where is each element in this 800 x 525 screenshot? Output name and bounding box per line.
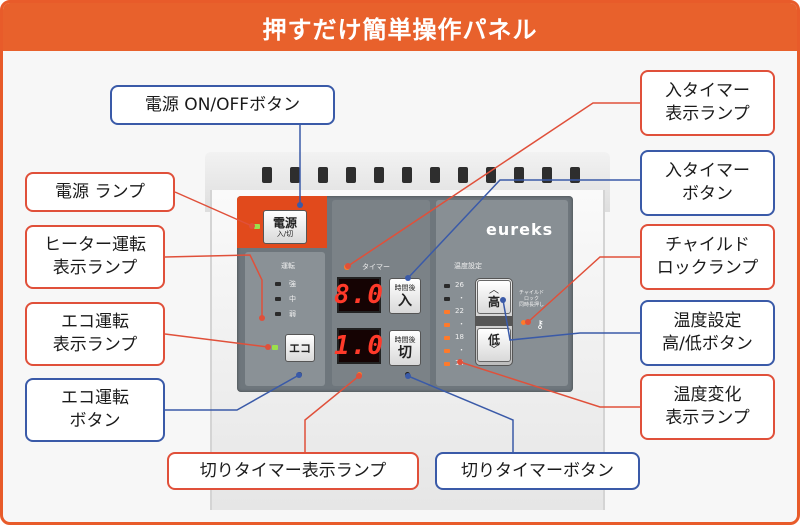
temp-lamp-18 [444, 336, 450, 340]
mode-level-mid: 中 [289, 295, 296, 303]
callout-line: ボタン [69, 411, 121, 431]
callout-line: 入タイマー [665, 161, 750, 182]
callout-line: エコ運転 [61, 388, 129, 409]
mode-level-low: 弱 [289, 310, 296, 318]
power-button-label: 電源 [272, 215, 297, 230]
vent-slot [290, 167, 300, 183]
eco-lamp [272, 345, 278, 350]
callout-line: 表示ランプ [665, 104, 750, 124]
temp-scale-dot: ・ [458, 320, 465, 328]
callout-power-button: 電源 ON/OFFボタン [110, 85, 335, 125]
mode-level-high: 強 [289, 280, 296, 288]
power-lamp [254, 224, 260, 229]
on-timer-display: 8.0 [334, 277, 383, 313]
callout-line: ロックランプ [656, 258, 759, 278]
vent-slot [374, 167, 384, 183]
temperature-label: 温度設定 [454, 262, 482, 270]
on-timer-button-label: 入 [398, 292, 412, 309]
page-title: 押すだけ簡単操作パネル [3, 3, 797, 51]
vent-slot [514, 167, 524, 183]
callout-line: 入タイマー [665, 81, 750, 102]
off-timer-button-marker [405, 372, 410, 377]
callout-off-timer-lamp: 切りタイマー表示ランプ [167, 452, 419, 490]
callout-line: 表示ランプ [665, 408, 750, 428]
callout-line: 温度変化 [673, 385, 742, 406]
off-timer-button-label: 切 [398, 344, 412, 361]
vent-slot [570, 167, 580, 183]
mode-lamp-low [275, 312, 281, 316]
on-timer-button[interactable]: 時間後 入 [389, 278, 421, 314]
callout-power-lamp: 電源 ランプ [25, 172, 175, 212]
child-lock-lamp [521, 320, 526, 325]
callout-eco-button: エコ運転 ボタン [25, 378, 165, 442]
vent-slot [430, 167, 440, 183]
callout-line: 表示ランプ [52, 258, 138, 278]
temp-scale-14: 14 [455, 359, 464, 367]
temp-scale-dot: ・ [458, 294, 465, 302]
off-timer-lamp [357, 372, 362, 377]
callout-on-timer-lamp: 入タイマー 表示ランプ [640, 70, 775, 136]
callout-temp-buttons: 温度設定 高/低ボタン [640, 300, 775, 366]
mode-section [245, 252, 325, 386]
vent-slot [262, 167, 272, 183]
temp-up-label: 高 [487, 295, 500, 309]
temp-scale-26: 26 [455, 281, 464, 289]
temp-down-button[interactable]: 低 ﹀ [477, 328, 511, 362]
callout-on-timer-button: 入タイマー ボタン [640, 150, 775, 216]
callout-line: 表示ランプ [52, 335, 138, 355]
vent-slot [458, 167, 468, 183]
mode-lamp-mid [275, 297, 281, 301]
callout-temp-lamp: 温度変化 表示ランプ [640, 374, 775, 440]
temp-up-button[interactable]: ︿ 高 [477, 280, 511, 314]
callout-line: ヒーター運転 [44, 235, 146, 256]
child-lock-label: チャイルド ロック 同時長押し [519, 290, 545, 308]
temp-lamp-26 [444, 284, 450, 288]
mode-label: 運転 [281, 262, 295, 270]
off-timer-display: 1.0 [334, 328, 383, 364]
temp-lamp-22 [444, 310, 450, 314]
power-button[interactable]: 電源 入/切 [263, 210, 307, 244]
temp-lamp-24 [444, 297, 450, 301]
callout-line: 温度設定 [673, 311, 742, 332]
vent-slot [486, 167, 496, 183]
eco-button[interactable]: エコ [285, 334, 315, 362]
temp-lamp-16 [444, 349, 450, 353]
callout-line: ボタン [682, 184, 733, 204]
timer-label: タイマー [362, 263, 390, 271]
temp-down-label: 低 [487, 333, 500, 347]
vent-slot [318, 167, 328, 183]
temp-scale-22: 22 [455, 307, 464, 315]
brand-logo: eureks [486, 220, 554, 239]
callout-line: チャイルド [665, 235, 750, 256]
mode-lamp-high [275, 282, 281, 286]
callout-heater-lamp: ヒーター運転 表示ランプ [25, 225, 165, 289]
on-timer-lamp [344, 264, 350, 270]
callout-child-lock-lamp: チャイルド ロックランプ [640, 224, 775, 290]
power-button-sublabel: 入/切 [276, 229, 294, 238]
temp-lamp-20 [444, 323, 450, 327]
on-timer-button-small: 時間後 [394, 283, 416, 292]
vent-slot [402, 167, 412, 183]
chevron-up-icon: ︿ [489, 285, 499, 296]
off-timer-button-small: 時間後 [394, 335, 416, 344]
callout-eco-lamp: エコ運転 表示ランプ [25, 302, 165, 366]
rocker-divider [475, 316, 513, 326]
key-icon: ⚷ [536, 318, 545, 331]
temp-lamp-14 [444, 362, 450, 366]
temp-scale-dot: ・ [458, 346, 465, 354]
vent-slot [346, 167, 356, 183]
chevron-down-icon: ﹀ [489, 345, 499, 356]
off-timer-button[interactable]: 時間後 切 [389, 330, 421, 366]
callout-line: エコ運転 [61, 312, 129, 333]
eco-button-marker [297, 372, 302, 377]
temp-scale-18: 18 [455, 333, 464, 341]
vent-slot [542, 167, 552, 183]
callout-line: 高/低ボタン [662, 334, 753, 354]
callout-off-timer-button: 切りタイマーボタン [435, 452, 640, 490]
